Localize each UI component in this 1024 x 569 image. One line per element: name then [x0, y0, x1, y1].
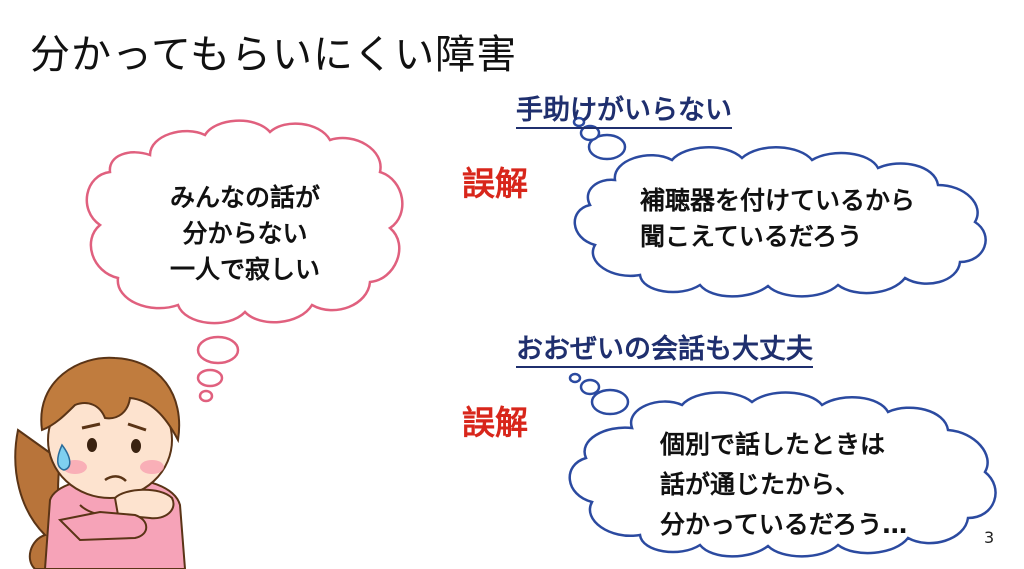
- right-thought-cloud-2: [568, 372, 997, 558]
- left-cloud-text: みんなの話が 分からない 一人で寂しい: [150, 180, 340, 288]
- right-cloud-2-line: 分かっているだろう…: [660, 510, 908, 539]
- right-cloud-2-line: 話が通じたから、: [660, 470, 861, 499]
- misconception-label-2: 誤解: [462, 403, 528, 442]
- right-cloud-2-line: 個別で話したときは: [660, 430, 886, 459]
- right-thought-cloud-1: [572, 116, 987, 298]
- page-number: 3: [984, 528, 995, 547]
- worried-girl-illustration: [14, 356, 187, 569]
- right-cloud-1-text: 補聴器を付けているから 聞こえているだろう: [640, 183, 915, 255]
- left-thought-cloud: [85, 119, 404, 403]
- left-cloud-line: 一人で寂しい: [169, 255, 320, 284]
- slide-title: 分かってもらいにくい障害: [30, 32, 518, 78]
- right-cloud-1-line: 聞こえているだろう: [640, 222, 863, 251]
- section-heading-1: 手助けがいらない: [516, 96, 732, 129]
- left-cloud-line: 分からない: [182, 219, 308, 248]
- right-cloud-2-text: 個別で話したときは 話が通じたから、 分かっているだろう…: [660, 425, 907, 545]
- misconception-label-1: 誤解: [462, 164, 528, 203]
- right-cloud-1-line: 補聴器を付けているから: [640, 186, 916, 215]
- left-cloud-line: みんなの話が: [169, 183, 320, 212]
- section-heading-2: おおぜいの会話も大丈夫: [516, 335, 813, 368]
